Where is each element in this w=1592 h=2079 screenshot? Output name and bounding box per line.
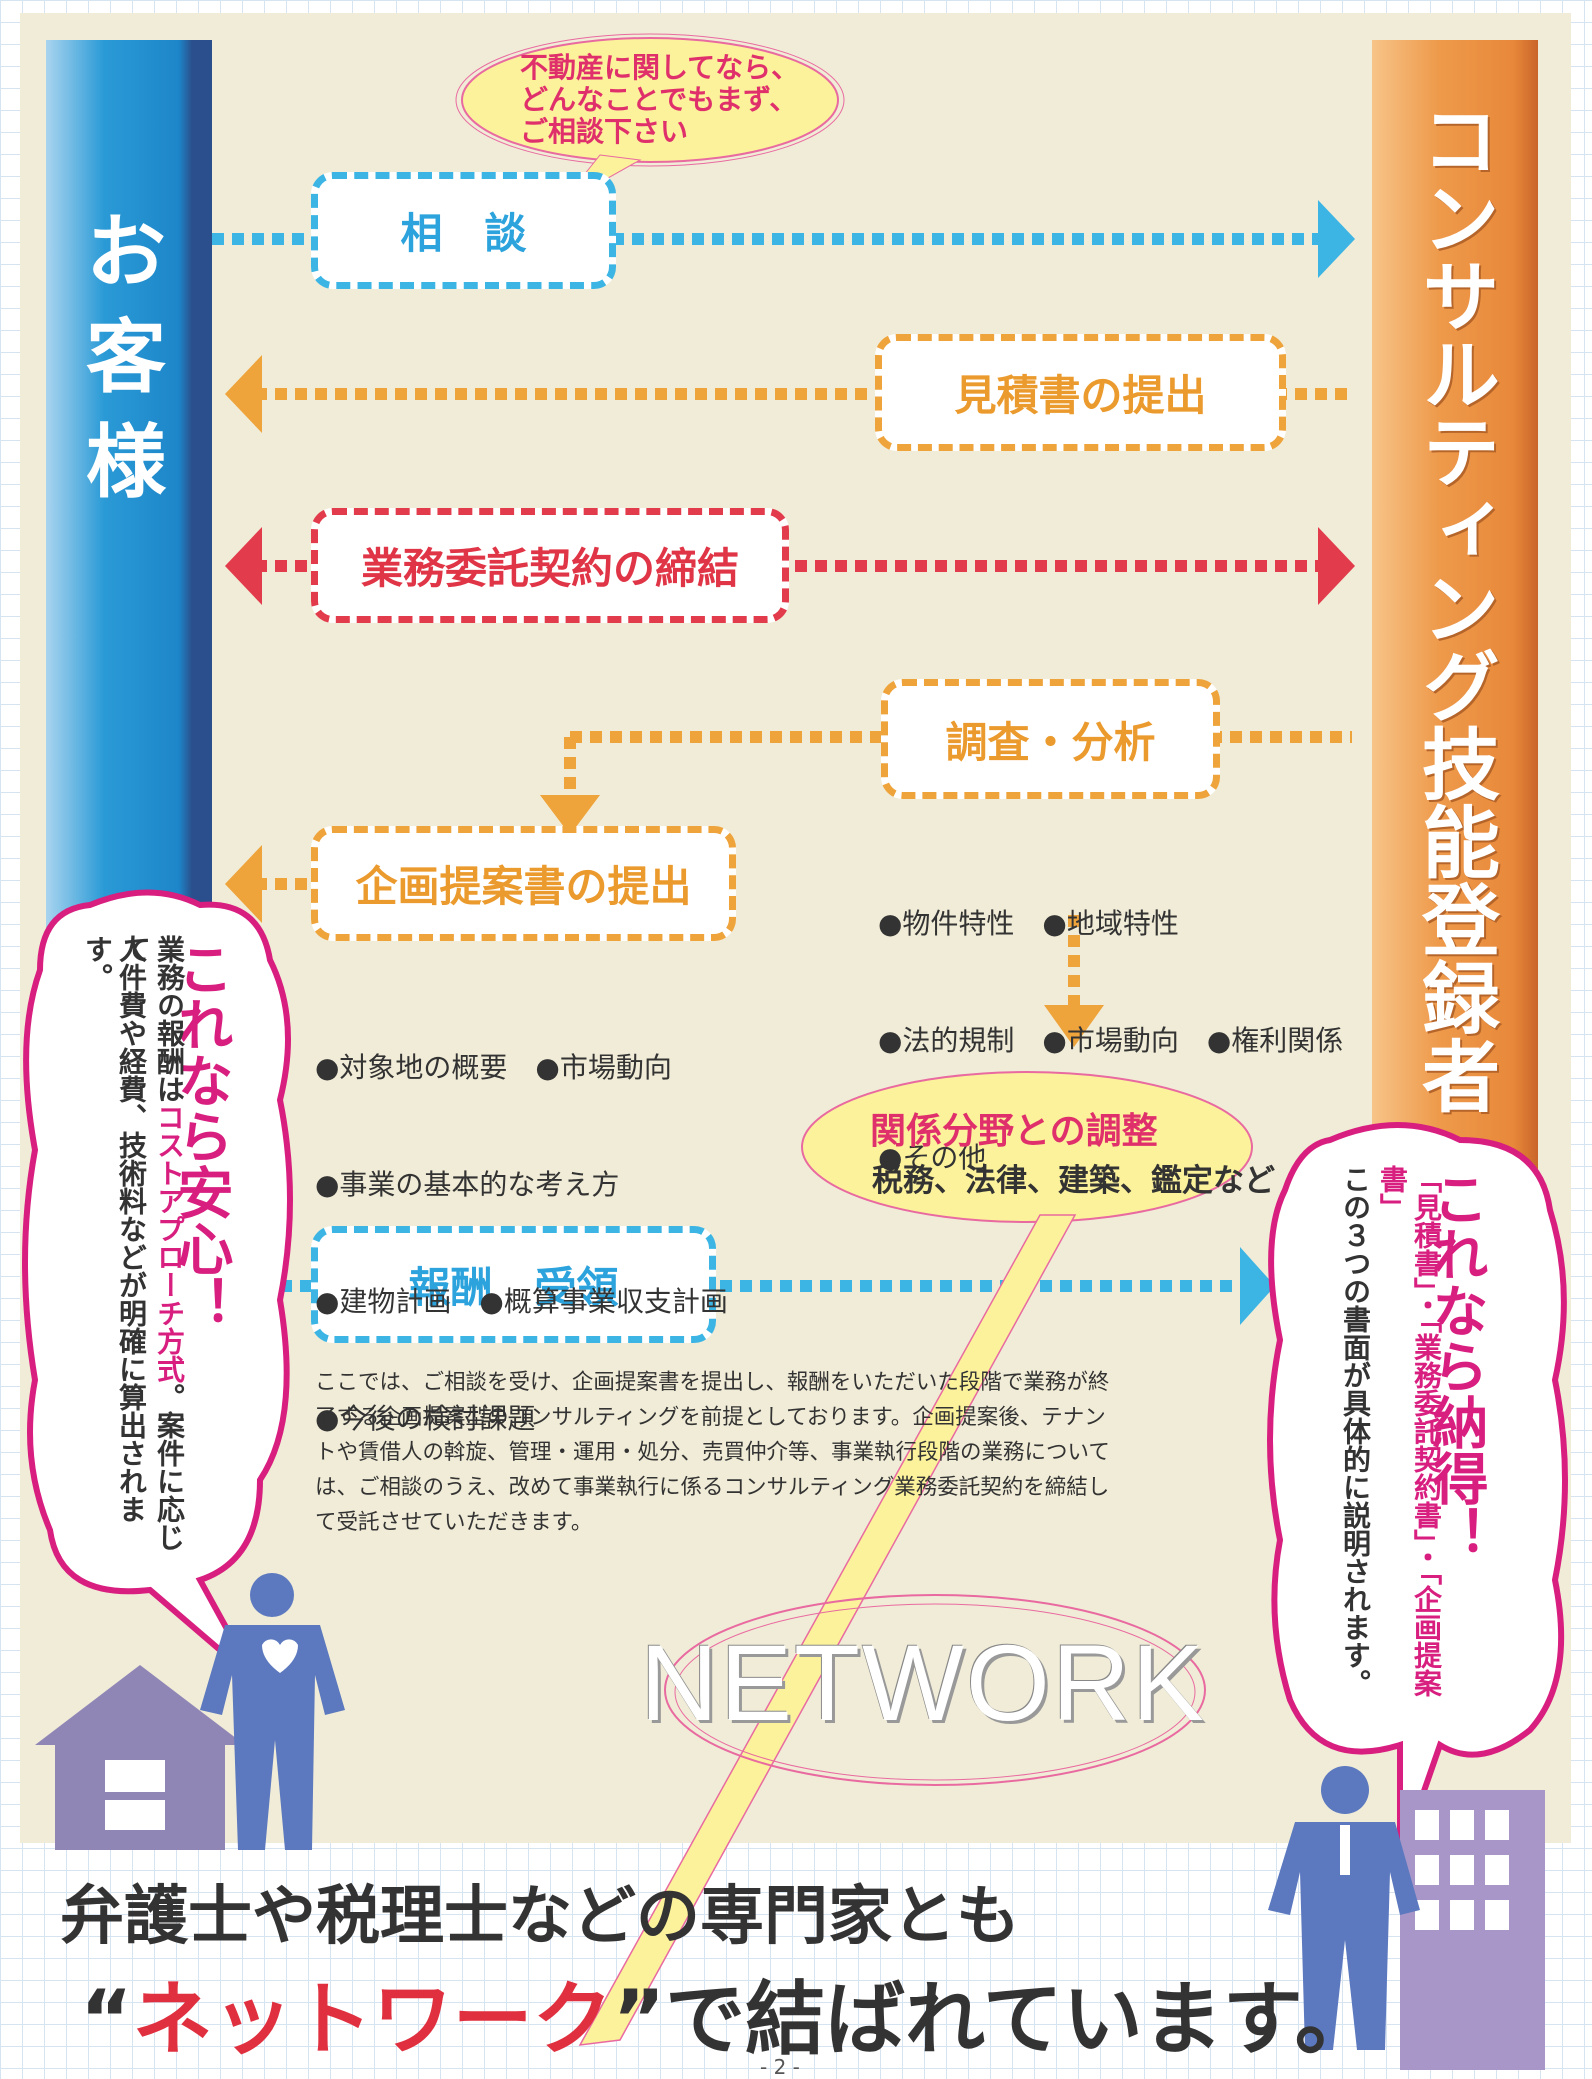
right-bubble-line1: 「見積書」・「業務委託契約書」・「企画提案書」 [1376,1165,1443,1697]
consultant-label: コンサルティング技能登録者 [1409,100,1499,1114]
bottom-line2-text: ”で結ばれています。 [612,1973,1375,2066]
step-estimate: 見積書の提出 [875,334,1286,451]
customer-label: お客様 [86,206,166,509]
left-bubble-headline: これなら安心！ [168,940,233,1332]
proposal-item: ●今後の検討課題 [315,1402,536,1435]
left-bubble-line2: 人件費や経費、技術料などが明確に算出されます。 [81,935,148,1523]
page-number: - 2 - [760,2055,800,2079]
step-consult: 相 談 [311,172,616,289]
top-speech-bubble [461,37,839,163]
left-bubble-highlight: コストアプローチ方式 [153,1103,186,1383]
house-icon [35,1665,245,1850]
left-speech-bubble [22,889,293,1683]
bottom-line1: 弁護士や税理士などの専門家とも [60,1880,1020,1954]
right-bubble-headline: これなら納得！ [1423,1170,1488,1562]
consultant-person-icon [1268,1766,1420,2050]
quote-open: “ [80,1973,133,2066]
coordination-title: 関係分野との調整 [870,1111,1158,1152]
right-speech-bubble [1267,1122,1568,1861]
top-bubble-line: 不動産に関してなら、 [520,51,800,84]
proposal-item: ●事業の基本的な考え方 [315,1168,620,1201]
survey-item: ●その他 [878,1141,987,1174]
right-bubble-line2: この３つの書面が具体的に説明されます。 [1339,1165,1372,1697]
contract-right-arrowhead-icon [1318,527,1355,605]
survey-item: ●物件特性 ●地域特性 [878,907,1179,940]
coordination-bubble [801,1071,1253,1223]
bottom-line2: “ネットワーク”で結ばれています。 [80,1955,1375,2071]
consult-arrowhead-icon [1318,200,1355,278]
survey-item: ●法的規制 ●市場動向 ●権利関係 [878,1024,1344,1057]
proposal-item: ●建物計画 ●概算事業収支計画 [315,1285,728,1318]
left-bubble-line1: 業務の報酬はコストアプローチ方式。案件に応じて [118,935,186,1575]
building-icon [1400,1790,1545,2070]
step-contract: 業務委託契約の締結 [311,508,789,623]
top-bubble-line: ご相談下さい [520,115,689,148]
lightning-icon [578,1214,1077,2046]
left-bubble-text: 業務の報酬は [153,935,186,1103]
top-bubble-line: どんなことでもまず、 [520,83,798,116]
proposal-arrowhead-icon [225,845,262,923]
description-paragraph: ここでは、ご相談を受け、企画提案書を提出し、報酬をいただいた段階で業務が終了する… [315,1370,1110,1535]
top-bubble-text: 不動産に関してなら、 どんなことでもまず、 ご相談下さい [520,52,799,148]
contract-left-arrowhead-icon [225,527,262,605]
estimate-arrowhead-icon [225,355,262,433]
step-proposal: 企画提案書の提出 [311,826,736,941]
step-fee: 報酬 受領 [311,1226,716,1343]
network-heading: NETWORK [640,1622,1206,1743]
fee-arrowhead-icon [1240,1247,1275,1325]
proposal-item: ●対象地の概要 ●市場動向 [315,1051,672,1084]
proposal-items: ●対象地の概要 ●市場動向 ●事業の基本的な考え方 ●建物計画 ●概算事業収支計… [315,970,728,1477]
down-arrowhead-icon [540,795,600,835]
survey-items: ●物件特性 ●地域特性 ●法的規制 ●市場動向 ●権利関係 ●その他 [878,826,1343,1216]
coordination-detail: 税務、法律、建築、鑑定など [872,1163,1275,1199]
step-survey: 調査・分析 [881,679,1220,799]
left-bubble-text: 。案件に応じて [119,935,186,1551]
down-arrowhead-icon [1044,1005,1104,1047]
network-highlight: ネットワーク [132,1973,613,2066]
customer-person-icon [200,1573,345,1850]
